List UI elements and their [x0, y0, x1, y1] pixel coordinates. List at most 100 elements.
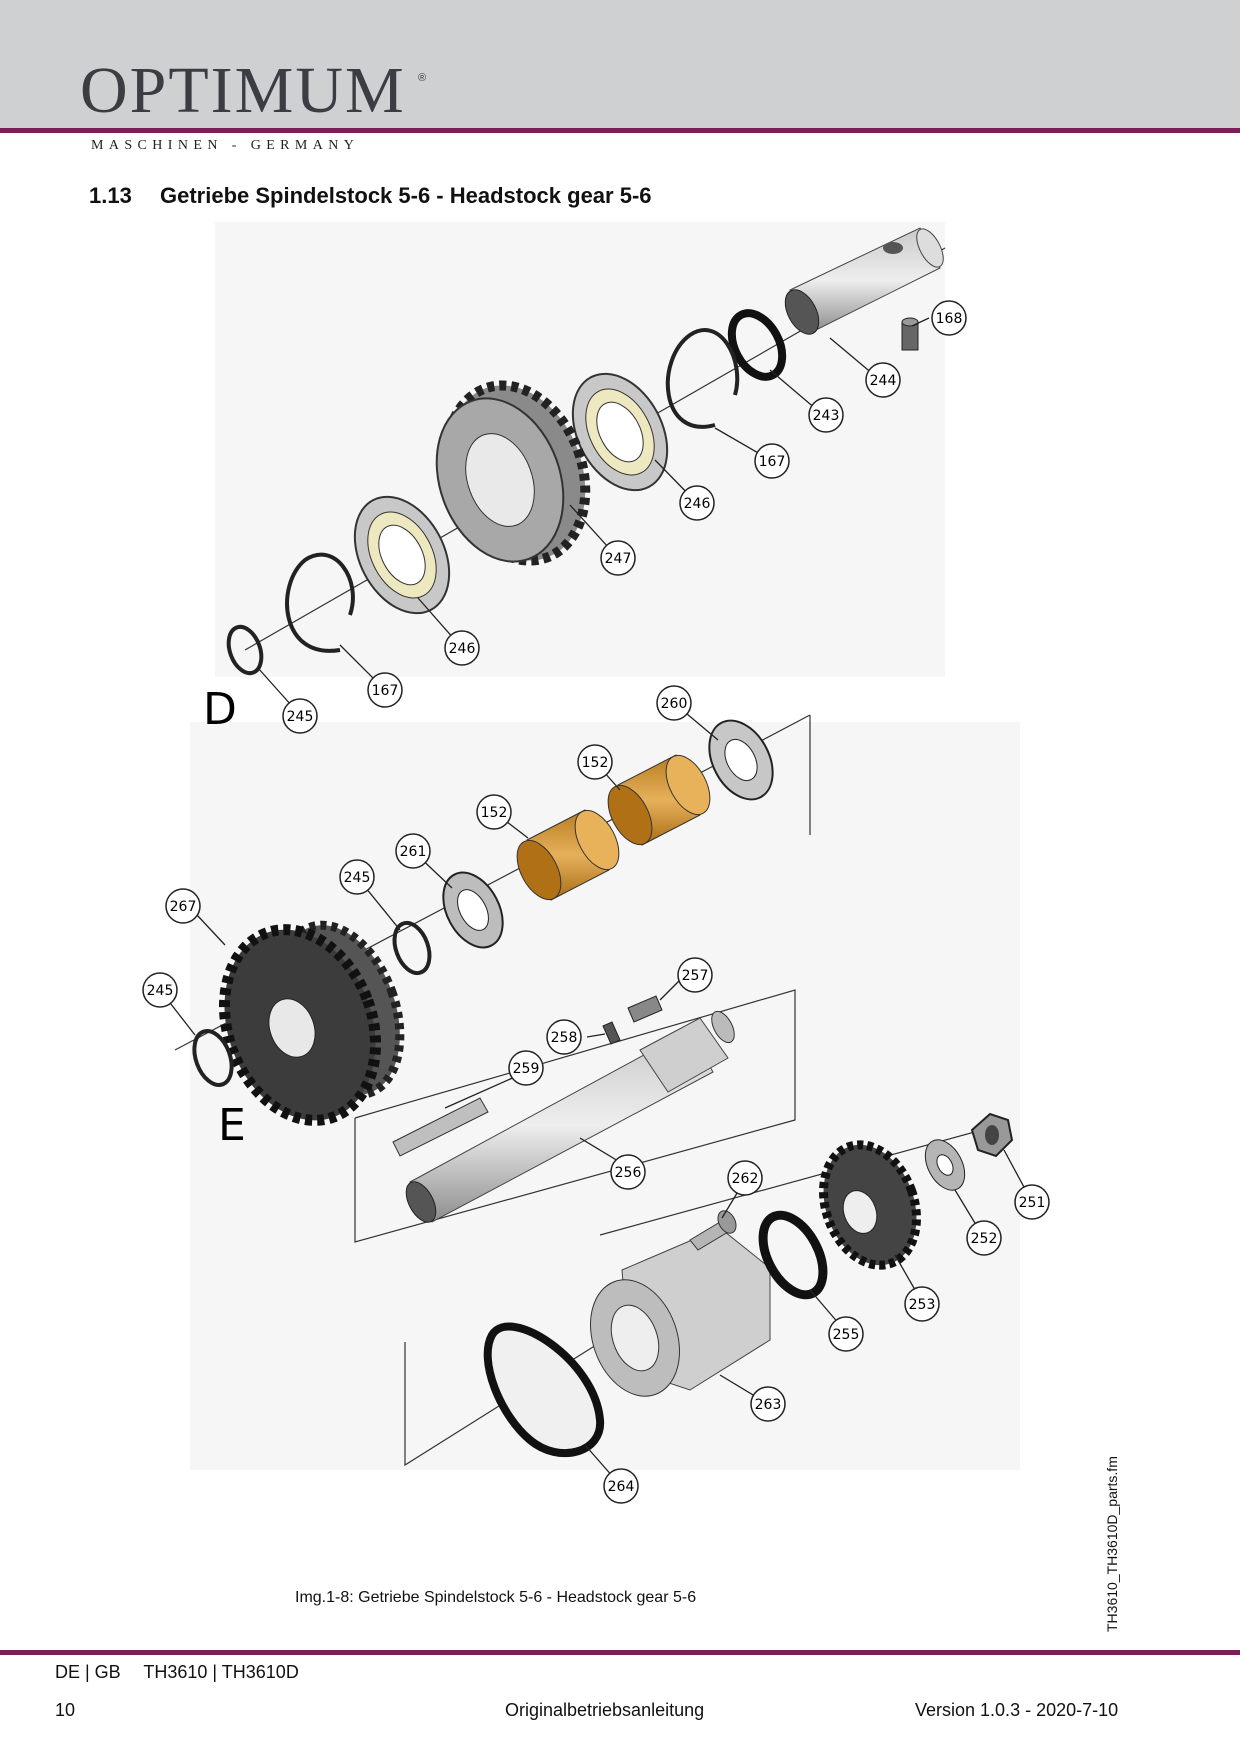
- bushing-152-left: [516, 809, 620, 901]
- section-title: 1.13 Getriebe Spindelstock 5-6 - Headstoc…: [89, 183, 652, 209]
- key-257: [627, 995, 663, 1023]
- section-heading: Getriebe Spindelstock 5-6 - Headstock ge…: [160, 183, 652, 208]
- file-name-vertical: TH3610_TH3610D_parts.fm: [1104, 1456, 1120, 1632]
- circlip-245-mid: [392, 920, 432, 976]
- callout-label: 253: [909, 1297, 936, 1313]
- circlip-167-upper: [665, 328, 740, 429]
- callout-label: 245: [147, 983, 174, 999]
- callout-152: 152: [476, 794, 512, 830]
- circlip-167-lower: [285, 552, 355, 653]
- bearing-246-upper: [571, 372, 669, 492]
- callout-251: 251: [1014, 1184, 1050, 1220]
- flange-housing-263: [590, 1227, 771, 1397]
- callout-label: 152: [481, 805, 508, 821]
- header-rule: [0, 128, 1240, 133]
- seal-ring-243: [727, 309, 787, 381]
- callout-259: 259: [508, 1050, 544, 1086]
- callout-label: 259: [513, 1061, 540, 1077]
- callout-253: 253: [904, 1286, 940, 1322]
- callout-label: 167: [759, 454, 786, 470]
- gear-253: [819, 1140, 921, 1270]
- callout-label: 245: [287, 709, 314, 725]
- callout-261: 261: [395, 833, 431, 869]
- callout-label: 243: [813, 408, 840, 424]
- washer-252: [924, 1139, 966, 1191]
- callout-257: 257: [677, 957, 713, 993]
- figure-caption: Img.1-8: Getriebe Spindelstock 5-6 - Hea…: [295, 1589, 697, 1606]
- callout-label: 256: [615, 1165, 642, 1181]
- bushing-152-right: [607, 754, 711, 846]
- key-259: [392, 1097, 489, 1157]
- circlip-245-low: [192, 1029, 234, 1087]
- callout-264: 264: [603, 1468, 639, 1504]
- logo-tagline: MASCHINEN - GERMANY: [91, 138, 360, 153]
- callout-label: 251: [1019, 1195, 1046, 1211]
- callout-252: 252: [966, 1220, 1002, 1256]
- callout-label: 246: [684, 496, 711, 512]
- spacer-261: [442, 871, 504, 949]
- callout-246: 246: [679, 485, 715, 521]
- callout-label: 252: [971, 1231, 998, 1247]
- footer-document-title: Originalbetriebsanleitung: [505, 1700, 705, 1720]
- callout-label: 247: [605, 551, 632, 567]
- callout-246: 246: [444, 630, 480, 666]
- callout-label: 260: [661, 696, 688, 712]
- callout-label: 261: [400, 844, 427, 860]
- double-gear-267: [218, 920, 405, 1126]
- circlip-245-d: [226, 624, 264, 676]
- callout-label: 168: [936, 311, 963, 327]
- callout-263: 263: [750, 1386, 786, 1422]
- footer-model: TH3610 | TH3610D: [143, 1662, 299, 1682]
- bearing-246-lower: [353, 495, 451, 615]
- footer-language: DE | GB: [55, 1662, 121, 1682]
- callout-label: 267: [170, 899, 197, 915]
- callout-label: 263: [755, 1397, 782, 1413]
- callout-247: 247: [600, 540, 636, 576]
- thrust-washer-260: [708, 719, 774, 801]
- callout-label: 255: [833, 1327, 860, 1343]
- group-label-e: E: [218, 1100, 246, 1151]
- footer-version: Version 1.0.3 - 2020-7-10: [915, 1700, 1119, 1720]
- callout-label: 257: [682, 968, 709, 984]
- callout-label: 244: [870, 373, 897, 389]
- callout-168: 168: [931, 300, 967, 336]
- main-shaft-256: [405, 1010, 735, 1223]
- callout-255: 255: [828, 1316, 864, 1352]
- callout-243: 243: [808, 397, 844, 433]
- gear-247: [435, 380, 591, 566]
- shaft-frame: [354, 989, 796, 1243]
- callout-245: 245: [282, 698, 318, 734]
- gasket-264: [483, 1322, 605, 1458]
- callout-244: 244: [865, 362, 901, 398]
- registered-mark: ®: [418, 72, 427, 84]
- optimum-logo: OPTIMUM: [80, 54, 406, 127]
- exploded-parts-diagram: 168 244 243 167 246 247 246 167 245 260 152 152 261 2…: [142, 222, 1050, 1504]
- callout-label: 245: [344, 870, 371, 886]
- stub-shaft-244: [784, 227, 944, 335]
- callout-167: 167: [754, 443, 790, 479]
- callout-label: 258: [551, 1030, 578, 1046]
- pin-168: [901, 317, 919, 351]
- callout-152: 152: [577, 744, 613, 780]
- hex-nut-251: [970, 1112, 1014, 1158]
- callout-260: 260: [656, 685, 692, 721]
- callout-label: 246: [449, 641, 476, 657]
- page-number: 10: [55, 1700, 76, 1720]
- pin-258: [602, 1021, 621, 1045]
- callout-label: 167: [372, 683, 399, 699]
- callout-label: 262: [732, 1171, 759, 1187]
- footer-rule: [0, 1650, 1240, 1655]
- header-band: [0, 0, 1240, 130]
- callout-label: 152: [582, 755, 609, 771]
- callout-262: 262: [727, 1160, 763, 1196]
- callout-256: 256: [610, 1154, 646, 1190]
- callout-258: 258: [546, 1019, 582, 1055]
- callout-245: 245: [339, 859, 375, 895]
- group-label-d: D: [203, 684, 237, 735]
- footer-top-line: DE | GB TH3610 | TH3610D: [55, 1662, 317, 1683]
- callout-267: 267: [165, 888, 201, 924]
- section-number: 1.13: [89, 183, 132, 208]
- callout-167: 167: [367, 672, 403, 708]
- callout-245: 245: [142, 972, 178, 1008]
- callout-label: 264: [608, 1479, 635, 1495]
